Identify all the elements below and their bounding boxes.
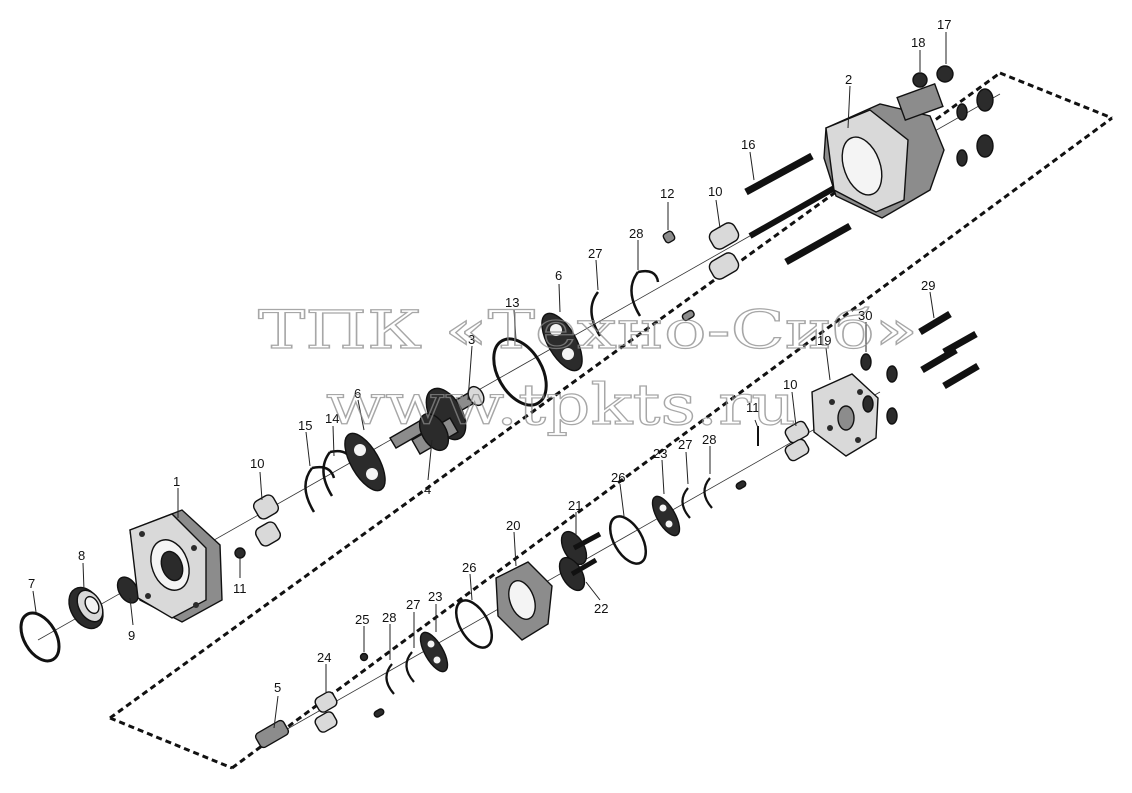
part-30-washers	[860, 353, 898, 425]
callout-1: 1	[173, 474, 180, 489]
part-22-gear	[558, 556, 598, 592]
callout-11b: 11	[746, 400, 760, 415]
part-5-shaft	[254, 719, 290, 749]
part-6-wear-plate-b	[541, 312, 583, 372]
part-2-rear-housing	[823, 82, 945, 219]
callout-3: 3	[468, 332, 475, 347]
callout-10b: 10	[708, 184, 722, 199]
part-18-nut	[912, 72, 928, 88]
part-4-driven-gear	[411, 412, 459, 455]
callout-13: 13	[505, 295, 519, 310]
watermark-company: ТПК «Техно-Сиб»	[258, 301, 918, 361]
callout-28a: 28	[629, 226, 643, 241]
part-21-gear	[560, 530, 602, 566]
callout-20: 20	[506, 518, 520, 533]
callout-24: 24	[317, 650, 331, 665]
part-15-ring	[304, 465, 336, 513]
callout-11a: 11	[233, 581, 247, 596]
part-26-o-ring-mid	[608, 515, 648, 565]
part-11-pin-lower	[373, 708, 385, 718]
callout-29: 29	[921, 278, 935, 293]
callout-7: 7	[28, 576, 35, 591]
part-23-plate-lower	[419, 631, 449, 673]
part-27-ring-lower	[405, 651, 415, 683]
part-10-bushings-c	[784, 420, 810, 462]
callout-15: 15	[298, 418, 312, 433]
part-19-rear-cover	[811, 373, 879, 457]
callout-26b: 26	[611, 470, 625, 485]
part-20-center-plate	[495, 561, 553, 641]
callout-23b: 23	[653, 446, 667, 461]
part-11-pin-upper	[681, 309, 695, 322]
callout-30: 30	[858, 308, 872, 323]
part-29-bolts	[918, 310, 980, 390]
callout-6b: 6	[555, 268, 562, 283]
part-26-o-ring-lower	[454, 599, 494, 649]
part-25-pin	[359, 652, 369, 662]
callout-27c: 27	[678, 437, 692, 452]
callout-27a: 27	[588, 246, 602, 261]
watermark-url: www.tpkts.ru	[326, 373, 796, 438]
callout-12: 12	[660, 186, 674, 201]
part-9-seal	[116, 576, 140, 604]
part-28-ring-mid	[703, 477, 713, 509]
callout-16: 16	[741, 137, 755, 152]
callout-2: 2	[845, 72, 852, 87]
callout-17: 17	[937, 17, 951, 32]
callout-19: 19	[817, 333, 831, 348]
part-27-ring-upper	[590, 291, 602, 337]
part-11-ball	[234, 547, 246, 559]
part-28-ring-lower	[385, 663, 395, 695]
callout-21: 21	[568, 498, 582, 513]
part-7-snap-ring	[19, 611, 61, 663]
callout-10a: 10	[250, 456, 264, 471]
callout-8: 8	[78, 548, 85, 563]
callout-5: 5	[274, 680, 281, 695]
watermark: ТПК «Техно-Сиб» www.tpkts.ru	[257, 300, 918, 438]
callout-4: 4	[424, 482, 431, 497]
part-28-ring-upper	[630, 269, 660, 317]
callout-22: 22	[594, 601, 608, 616]
part-pin-mid	[735, 480, 747, 490]
part-24-bushings	[314, 691, 338, 733]
callout-labels: 1 2 3 4 5 6 6 7 8 9 10 10 10 11 11 12 13…	[28, 17, 951, 695]
callout-26a: 26	[462, 560, 476, 575]
part-10-bushings-a	[252, 494, 282, 547]
housing-nuts	[956, 88, 994, 167]
callout-18: 18	[911, 35, 925, 50]
part-10-bushings-b	[708, 222, 740, 280]
part-17-nut	[936, 65, 954, 83]
assembly-boundary	[109, 71, 1113, 770]
part-13-o-ring	[492, 337, 548, 407]
callout-9: 9	[128, 628, 135, 643]
callout-23a: 23	[428, 589, 442, 604]
callout-6a: 6	[354, 386, 361, 401]
part-27-ring-mid	[681, 487, 691, 519]
callout-28b: 28	[382, 610, 396, 625]
part-12-pin	[662, 230, 676, 244]
part-6-wear-plate-a	[344, 432, 386, 492]
part-8-bearing	[68, 586, 104, 630]
callout-14: 14	[325, 411, 339, 426]
callout-10c: 10	[783, 377, 797, 392]
leader-lines	[32, 32, 947, 729]
part-23-plate-mid	[651, 495, 681, 537]
callout-28c: 28	[702, 432, 716, 447]
part-1-front-housing	[129, 509, 223, 623]
callout-27b: 27	[406, 597, 420, 612]
callout-25: 25	[355, 612, 369, 627]
